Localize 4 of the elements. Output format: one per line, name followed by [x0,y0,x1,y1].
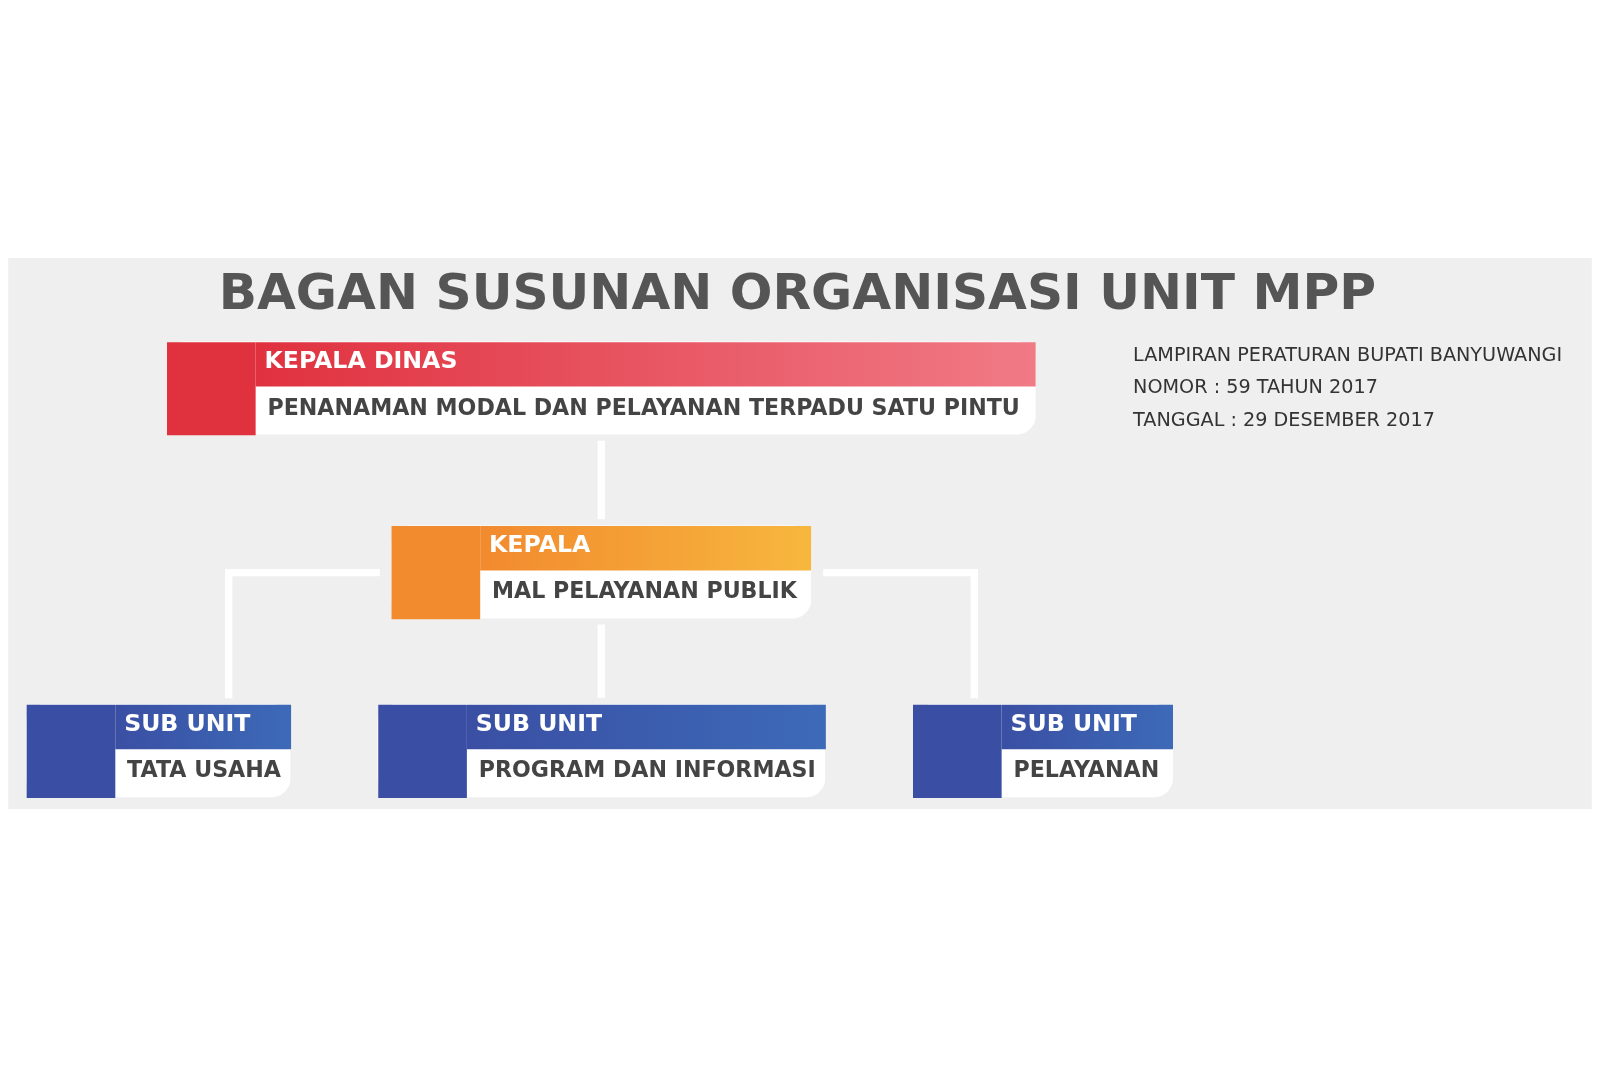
label: LAMPIRAN PERATURAN BUPATI BANYUWANGI [1133,342,1563,366]
label: NOMOR : 59 TAHUN 2017 [1133,374,1378,398]
diagram-title: BAGAN SUSUNAN ORGANISASI UNIT MPP [218,261,1377,321]
label: TANGGAL : 29 DESEMBER 2017 [1133,407,1435,431]
